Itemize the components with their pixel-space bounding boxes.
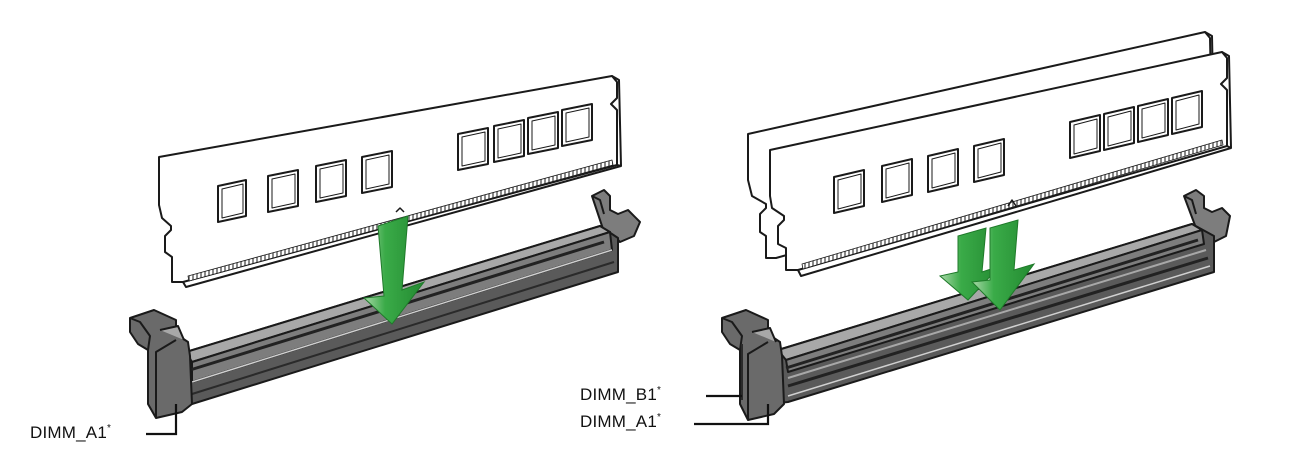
- memory-module-icon: [769, 51, 1232, 277]
- insert-arrow-icon: [362, 215, 426, 325]
- label-leader-line: [146, 404, 178, 436]
- insert-arrow-icon: [970, 219, 1036, 311]
- dimm-label-text: DIMM_A1: [30, 423, 107, 442]
- dimm-label-b1: DIMM_B1*: [580, 385, 661, 405]
- dimm-label-dual-a1: DIMM_A1*: [580, 412, 661, 432]
- dimm-label-text: DIMM_B1: [580, 385, 657, 404]
- dimm-label-footnote-mark: *: [106, 423, 112, 434]
- left-assembly: [129, 75, 641, 436]
- dimm-label-footnote-mark: *: [656, 412, 662, 423]
- right-assembly: [694, 31, 1232, 426]
- dimm-label-text: DIMM_A1: [580, 412, 657, 431]
- dimm-label-footnote-mark: *: [656, 385, 662, 396]
- dimm-label-single-a1: DIMM_A1*: [30, 423, 111, 443]
- label-leader-line: [694, 404, 770, 426]
